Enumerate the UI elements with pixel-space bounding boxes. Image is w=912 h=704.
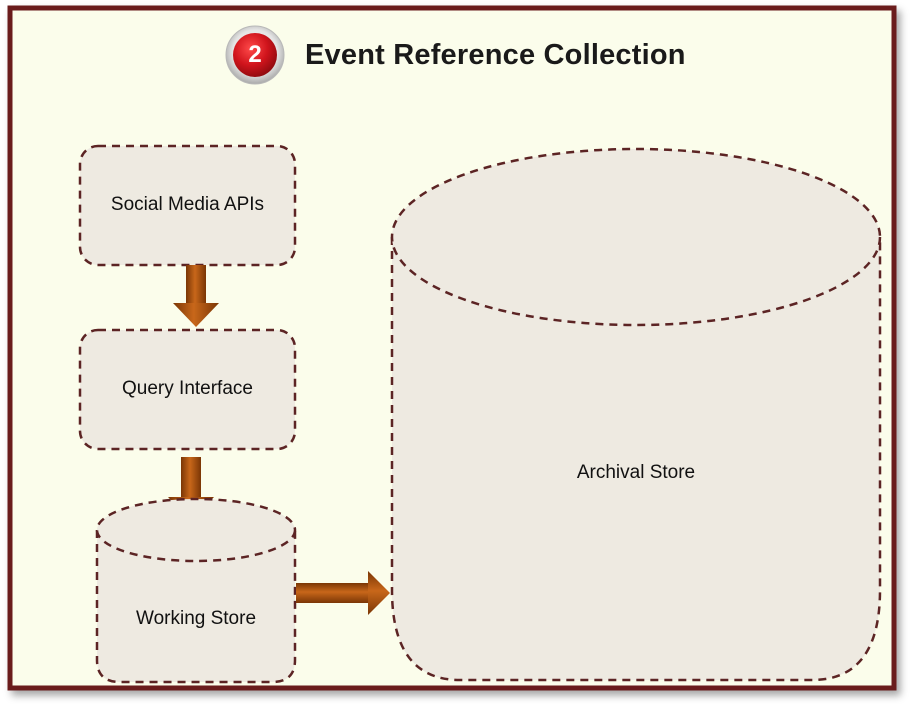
social-media-apis-label: Social Media APIs: [110, 194, 265, 215]
query-interface-label: Query Interface: [122, 378, 253, 399]
working-store-cylinder: [95, 497, 297, 684]
arrow-working-to-archival: [296, 571, 390, 615]
diagram-title: Event Reference Collection: [305, 39, 686, 71]
arrow-apis-to-query: [173, 265, 219, 327]
step-number: 2: [248, 41, 262, 68]
archival-store-label: Archival Store: [576, 462, 696, 483]
archival-store-cylinder: [390, 147, 882, 682]
step-badge: [225, 25, 285, 85]
query-interface-box: [78, 328, 297, 451]
working-store-label: Working Store: [135, 608, 257, 629]
